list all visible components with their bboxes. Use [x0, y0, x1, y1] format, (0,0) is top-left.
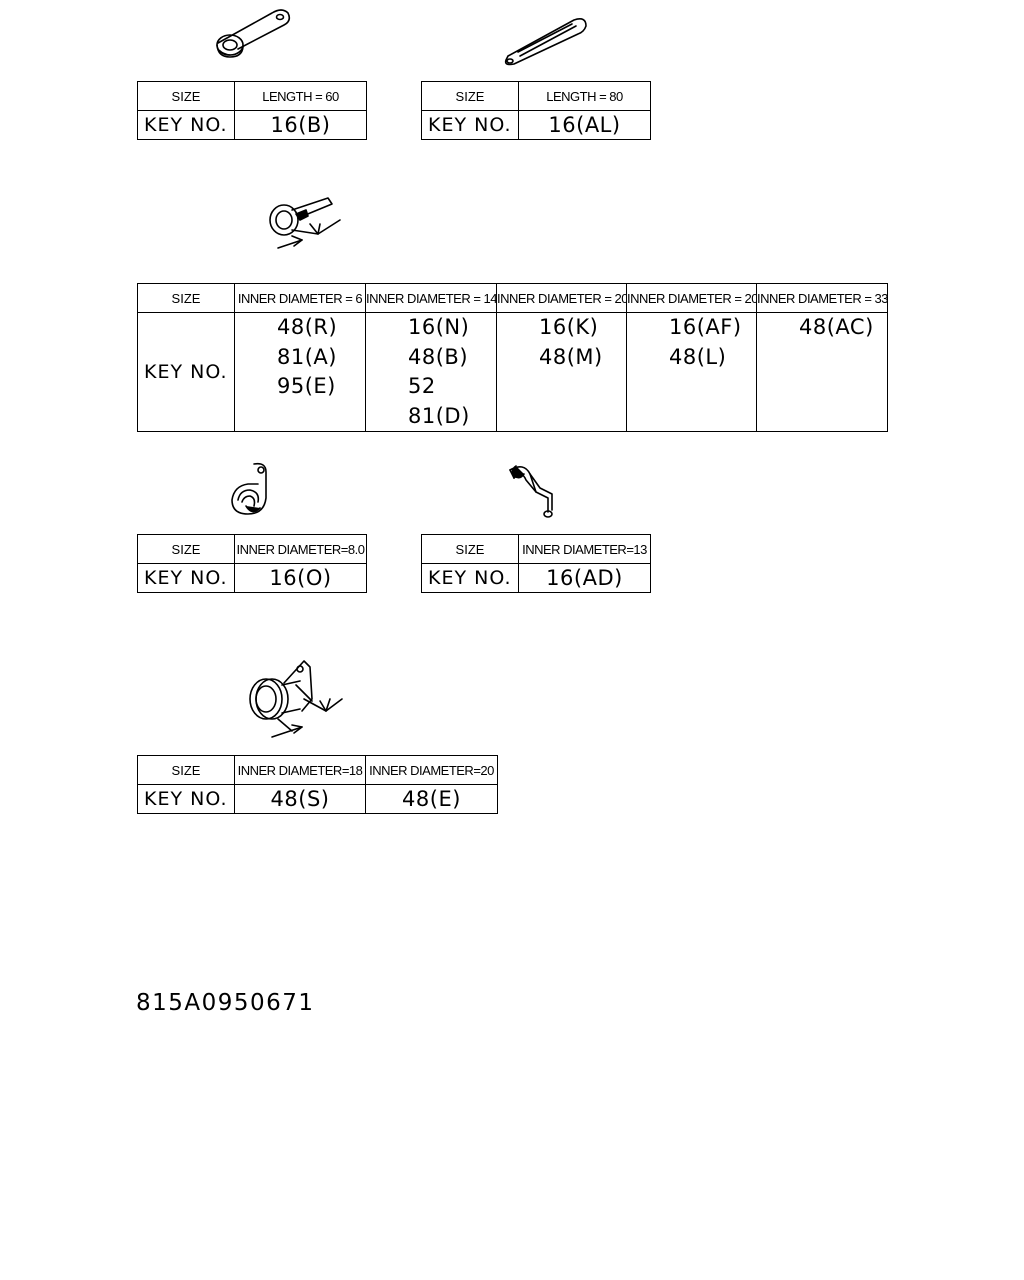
key-no-value: 16(AL)	[518, 110, 651, 140]
spec-table-length-80: SIZE LENGTH = 80 KEY NO. 16(AL)	[421, 81, 651, 140]
size-value: INNER DIAMETER = 14	[365, 283, 497, 313]
key-no-label: KEY NO.	[137, 110, 235, 140]
drawing-code: 815A0950671	[136, 990, 315, 1016]
spec-table-length-60: SIZE LENGTH = 60 KEY NO. 16(B)	[137, 81, 367, 140]
spec-table-inner-diameter-13: SIZE INNER DIAMETER=13 KEY NO. 16(AD)	[421, 534, 651, 593]
key-no-value: 81(A)	[277, 344, 337, 369]
size-value: INNER DIAMETER=18	[234, 755, 366, 785]
size-value: INNER DIAMETER = 20	[496, 283, 627, 313]
key-no-label: KEY NO.	[137, 784, 235, 814]
size-value: LENGTH = 60	[234, 81, 367, 111]
key-no-value: 48(L)	[669, 344, 727, 369]
clamp-strap-icon	[500, 12, 595, 72]
key-no-label: KEY NO.	[421, 563, 519, 593]
key-no-value: 48(M)	[539, 344, 603, 369]
size-label: SIZE	[137, 755, 235, 785]
size-value: INNER DIAMETER=8.0	[234, 534, 367, 564]
key-no-list: 16(K) 48(M)	[496, 312, 627, 432]
key-no-label: KEY NO.	[137, 312, 235, 432]
clamp-eyelet-icon	[210, 5, 300, 65]
key-no-value: 52	[408, 374, 436, 398]
size-value: INNER DIAMETER=13	[518, 534, 651, 564]
size-label: SIZE	[137, 534, 235, 564]
spec-table-inner-diameter-8: SIZE INNER DIAMETER=8.0 KEY NO. 16(O)	[137, 534, 367, 593]
bracket-clip-icon	[500, 460, 565, 525]
key-no-value: 48(R)	[277, 315, 338, 339]
size-label: SIZE	[137, 283, 235, 313]
key-no-value: 16(AF)	[669, 315, 742, 339]
key-no-value: 95(E)	[277, 374, 336, 398]
size-label: SIZE	[421, 81, 519, 111]
bracket-grommet-clamp-icon	[242, 655, 352, 747]
key-no-value: 81(D)	[408, 403, 470, 428]
key-no-value: 48(E)	[365, 784, 498, 814]
spec-table-inner-diameter: SIZE INNER DIAMETER = 6 INNER DIAMETER =…	[137, 283, 888, 432]
key-no-list: 16(N) 48(B) 52 81(D)	[365, 312, 497, 432]
size-value: LENGTH = 80	[518, 81, 651, 111]
key-no-list: 48(R) 81(A) 95(E)	[234, 312, 366, 432]
p-clip-icon	[226, 458, 286, 523]
size-label: SIZE	[137, 81, 235, 111]
key-no-list: 16(AF) 48(L)	[626, 312, 757, 432]
spec-table-inner-diameter-18-20: SIZE INNER DIAMETER=18 INNER DIAMETER=20…	[137, 755, 498, 814]
key-no-value: 16(O)	[234, 563, 367, 593]
key-no-list: 48(AC)	[756, 312, 888, 432]
key-no-label: KEY NO.	[137, 563, 235, 593]
key-no-value: 16(AD)	[518, 563, 651, 593]
size-value: INNER DIAMETER = 20	[626, 283, 757, 313]
key-no-value: 48(AC)	[799, 315, 874, 339]
size-value: INNER DIAMETER = 6	[234, 283, 366, 313]
key-no-value: 16(B)	[234, 110, 367, 140]
size-value: INNER DIAMETER = 33	[756, 283, 888, 313]
key-no-value: 16(K)	[539, 315, 599, 339]
size-label: SIZE	[421, 534, 519, 564]
key-no-value: 16(N)	[408, 315, 470, 339]
size-value: INNER DIAMETER=20	[365, 755, 498, 785]
hose-clamp-dimension-icon	[262, 190, 352, 260]
key-no-label: KEY NO.	[421, 110, 519, 140]
key-no-value: 48(B)	[408, 344, 469, 369]
key-no-value: 48(S)	[234, 784, 366, 814]
